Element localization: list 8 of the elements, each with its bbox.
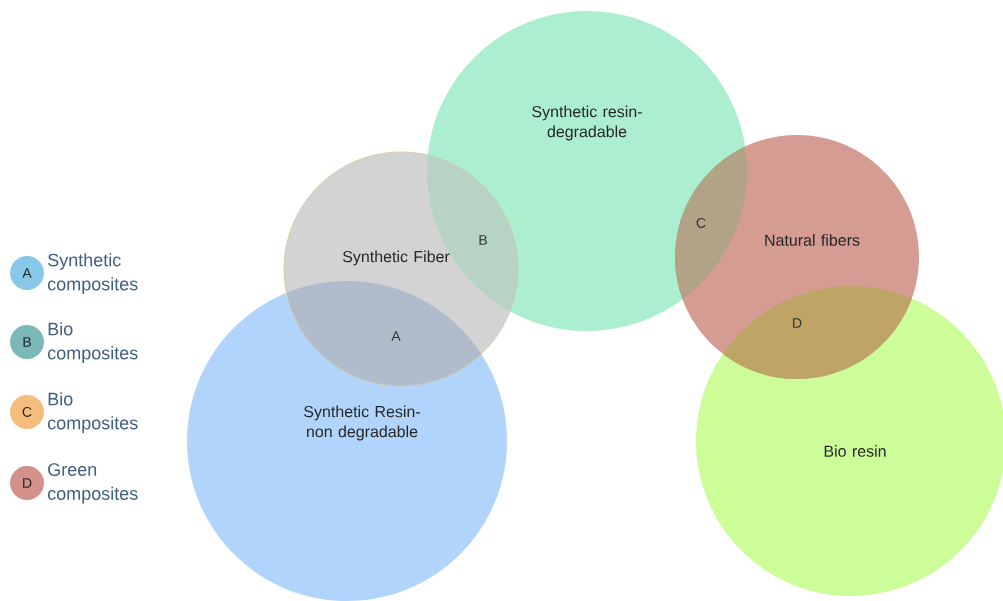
legend-letter: C [22, 407, 32, 417]
legend-letter: B [23, 337, 31, 347]
legend-text: Bio composites [48, 322, 138, 363]
legend-text: Bio composites [48, 392, 138, 433]
legend-letter: A [22, 268, 32, 278]
legend-text: Synthetic composites [48, 253, 138, 294]
legend-letter: D [23, 478, 32, 488]
legend-text: Green composites [48, 463, 138, 504]
